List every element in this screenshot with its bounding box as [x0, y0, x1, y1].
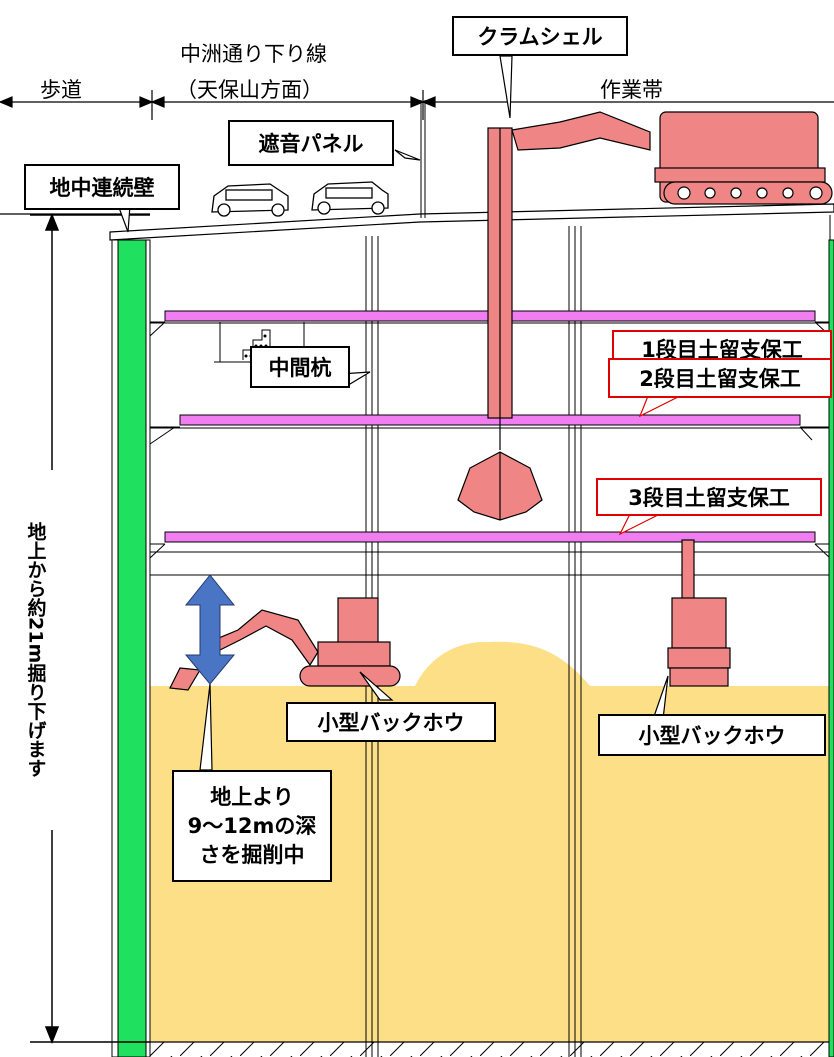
callout-strut-2: 2段目土留支保工 [608, 358, 832, 398]
car-icon [211, 181, 389, 217]
callout-backhoe-left: 小型バックホウ [286, 702, 496, 742]
road-deck [109, 203, 834, 241]
depth-text-line-2: 9～12mの深 [187, 813, 317, 838]
depth-double-arrow [184, 574, 236, 685]
callout-leaders [117, 55, 669, 771]
depth-text-line-1: 地上より [210, 784, 294, 809]
label-road-direction: （天保山方面） [176, 78, 323, 102]
label-work-zone: 作業帯 [600, 78, 663, 102]
strut-level-3 [164, 531, 816, 543]
depth-text-line-3: さを掘削中 [199, 842, 305, 867]
backhoe-right [667, 539, 731, 687]
callout-backhoe-right: 小型バックホウ [598, 714, 826, 756]
callout-clamshell: クラムシェル [452, 16, 628, 56]
label-road-line: 中洲通り下り線 [180, 42, 327, 66]
callout-diaphragm-wall: 地中連続壁 [24, 164, 180, 210]
callout-strut-3: 3段目土留支保工 [596, 478, 822, 516]
backhoe-left [169, 597, 401, 691]
vertical-depth-label: 地上から約21m掘り下げます [14, 470, 58, 830]
callout-sound-panel: 遮音パネル [228, 120, 394, 166]
bottom-ground-hatch [150, 1042, 834, 1057]
top-dimension-line [0, 90, 834, 120]
soil-mound [415, 641, 590, 686]
callout-intermediate-pile: 中間杭 [250, 346, 350, 388]
callout-excavation-depth: 地上より 9～12mの深 さを掘削中 [172, 770, 332, 882]
label-sidewalk: 歩道 [40, 78, 82, 102]
clamshell-crane [457, 111, 833, 521]
diaphragm-wall-right [828, 239, 834, 1057]
